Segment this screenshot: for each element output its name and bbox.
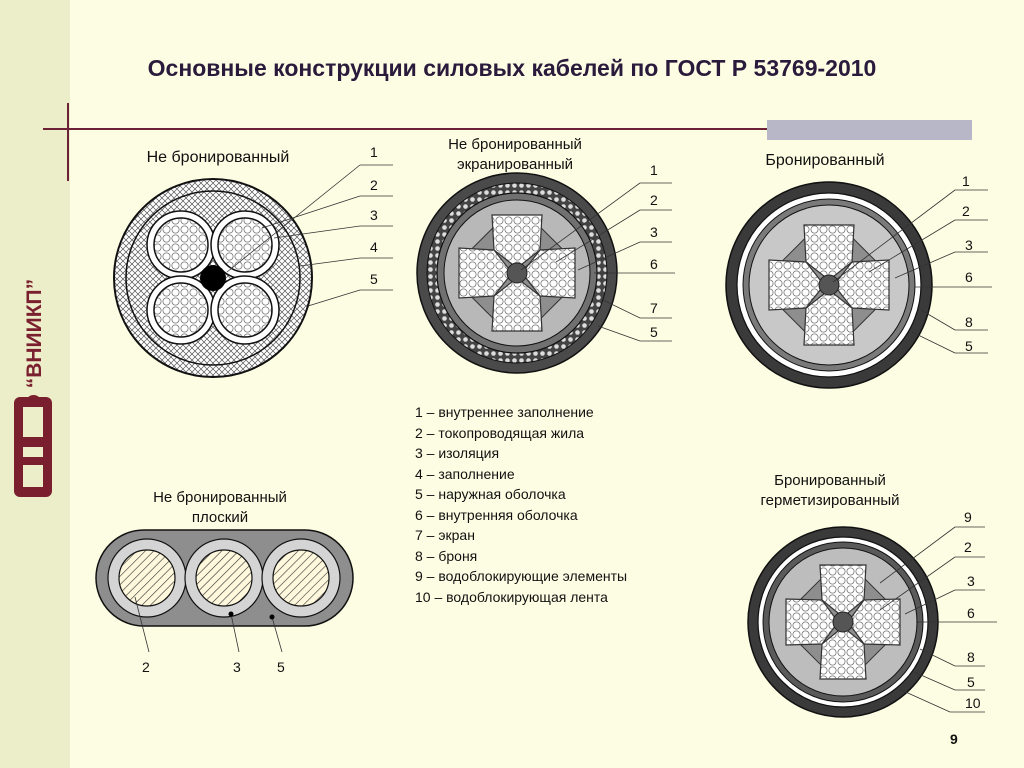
callout-5: 5 — [650, 324, 658, 340]
callout-3: 3 — [650, 224, 658, 240]
legend-item: 7 – экран — [415, 527, 475, 543]
horizontal-rule — [43, 128, 972, 130]
callout-8: 8 — [965, 314, 973, 330]
callout-6: 6 — [967, 605, 975, 621]
legend-item: 3 – изоляция — [415, 445, 500, 461]
callout-1: 1 — [370, 144, 378, 160]
screened-title-line1: Не бронированный — [448, 136, 582, 153]
callout-1: 1 — [962, 173, 970, 189]
company-logo-icon — [14, 397, 52, 497]
slide-title: Основные конструкции силовых кабелей по … — [147, 55, 877, 81]
legend-item: 1 – внутреннее заполнение — [415, 404, 594, 420]
callout-3: 3 — [967, 573, 975, 589]
diagram-unarmored: 1 2 3 4 5 — [113, 144, 393, 378]
callout-5: 5 — [967, 674, 975, 690]
callout-1: 1 — [650, 162, 658, 178]
legend-item: 6 – внутренняя оболочка — [415, 506, 578, 523]
diagram-sealed: 9 2 3 6 8 5 10 — [747, 509, 997, 718]
callout-3: 3 — [233, 659, 241, 675]
legend-item: 2 – токопроводящая жила — [415, 424, 585, 441]
legend: 1 – внутреннее заполнение 2 – токопровод… — [415, 402, 627, 607]
legend-item: 4 – заполнение — [415, 465, 515, 482]
decor-block — [767, 120, 972, 140]
vertical-rule — [67, 103, 69, 181]
diagram-title-unarmored: Не бронированный — [146, 149, 290, 166]
callout-2: 2 — [650, 192, 658, 208]
legend-item: 8 – броня — [415, 547, 478, 564]
callout-3: 3 — [965, 237, 973, 253]
callout-5: 5 — [277, 659, 285, 675]
callout-8: 8 — [967, 649, 975, 665]
callout-6: 6 — [965, 269, 973, 285]
callout-9: 9 — [964, 509, 972, 525]
diagram-screened: 1 2 3 6 7 5 — [416, 162, 675, 374]
legend-item: 10 – водоблокирующая лента — [415, 588, 608, 605]
callout-7: 7 — [650, 300, 658, 316]
flat-title-line1: Не бронированный — [153, 489, 287, 506]
screened-title-line2: экранированный — [456, 156, 574, 173]
legend-item: 9 – водоблокирующие элементы — [415, 568, 628, 584]
callout-2: 2 — [962, 203, 970, 219]
diagram-title-armored: Бронированный — [765, 152, 885, 169]
callout-5: 5 — [965, 338, 973, 354]
legend-item: 5 – наружная оболочка — [415, 486, 566, 502]
diagram-flat: 2 3 5 — [95, 529, 354, 675]
diagram-title-sealed: Бронированный герметизированный — [740, 471, 920, 511]
sealed-title-line1: Бронированный — [774, 472, 886, 489]
callout-4: 4 — [370, 239, 378, 255]
callout-3: 3 — [370, 207, 378, 223]
sealed-title-line2: герметизированный — [760, 492, 900, 509]
callout-2: 2 — [142, 659, 150, 675]
flat-title-line2: плоский — [191, 509, 249, 526]
callout-10: 10 — [965, 695, 981, 711]
callout-5: 5 — [370, 271, 378, 287]
callout-2: 2 — [370, 177, 378, 193]
diagram-armored: 1 2 3 6 8 5 — [725, 173, 992, 389]
callout-6: 6 — [650, 256, 658, 272]
page-number: 9 — [950, 731, 958, 747]
callout-2: 2 — [964, 539, 972, 555]
diagram-title-screened: Не бронированный экранированный — [415, 135, 615, 175]
diagram-title-flat: Не бронированный плоский — [120, 488, 320, 528]
